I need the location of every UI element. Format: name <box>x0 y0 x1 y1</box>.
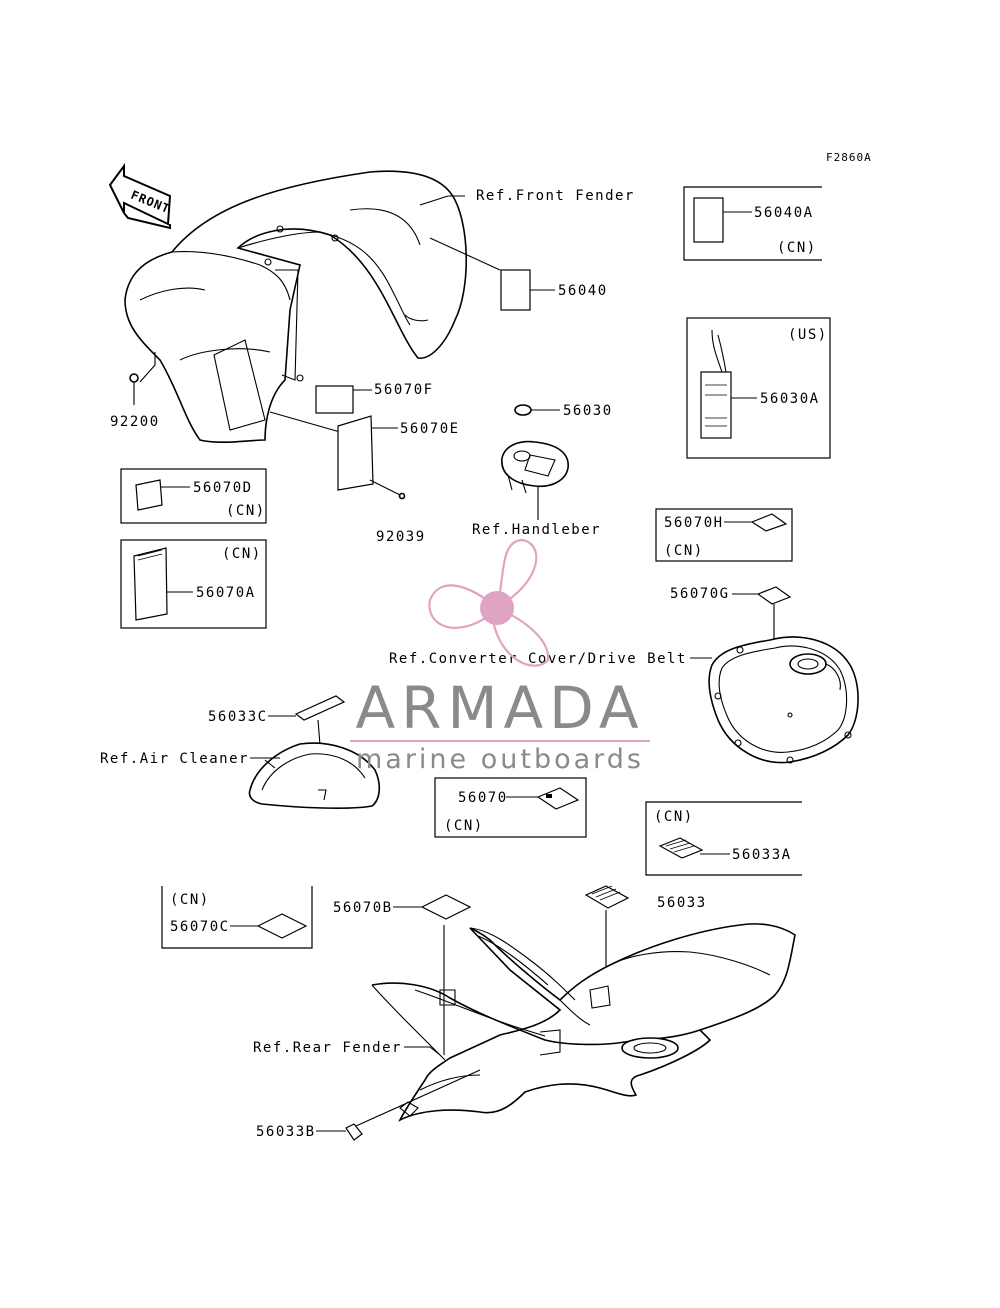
inset-56030A: (US) 56030A <box>686 317 831 459</box>
decal-56033B <box>345 1123 363 1141</box>
label-56070: 56070 <box>458 790 508 806</box>
leader-92200-b <box>139 352 156 383</box>
decal-56070G <box>756 586 792 605</box>
label-92039: 92039 <box>376 529 426 545</box>
label-56033: 56033 <box>657 895 707 911</box>
inset-56070C: (CN) 56070C <box>161 886 313 949</box>
grommet-92200 <box>129 373 139 383</box>
inset-56033A: (CN) 56033A <box>645 801 802 876</box>
decal-56070B <box>420 894 472 920</box>
note-56070: (CN) <box>444 818 484 834</box>
label-ref-handleber: Ref.Handleber <box>472 522 601 538</box>
inset-56070: 56070 (CN) <box>434 777 587 838</box>
decal-56070F <box>315 385 354 414</box>
propeller-icon <box>428 538 550 667</box>
note-56070C: (CN) <box>170 892 210 908</box>
label-56033A: 56033A <box>732 847 792 863</box>
note-56070D: (CN) <box>226 503 266 519</box>
label-56040: 56040 <box>558 283 608 299</box>
decal-56070E <box>337 415 374 491</box>
cap-56030 <box>514 404 532 416</box>
leader-56033B-b <box>355 1069 481 1127</box>
decal-56040 <box>500 269 531 311</box>
inset-56040A: 56040A (CN) <box>683 186 822 261</box>
converter-cover-drawing <box>708 636 859 764</box>
handlebar-cover-drawing <box>501 440 569 494</box>
watermark-name: ARMADA <box>355 674 644 742</box>
label-ref-air-cleaner: Ref.Air Cleaner <box>100 751 249 767</box>
watermark-tagline: marine outboards <box>356 744 644 775</box>
leader-92039 <box>369 479 401 496</box>
leader-ref-front-fender-2 <box>419 195 449 206</box>
label-56070E: 56070E <box>400 421 460 437</box>
front-arrow-icon: FRONT <box>108 162 172 230</box>
label-56033C: 56033C <box>208 709 268 725</box>
decal-56033C <box>294 695 346 721</box>
label-ref-front-fender: Ref.Front Fender <box>476 188 635 204</box>
leader-56033C-b <box>317 719 321 746</box>
label-56070G: 56070G <box>670 586 730 602</box>
label-56033B: 56033B <box>256 1124 316 1140</box>
armada-watermark: ARMADA marine outboards <box>350 538 650 775</box>
label-56030A: 56030A <box>760 391 820 407</box>
screw-92039 <box>398 492 406 500</box>
note-56040A: (CN) <box>777 240 817 256</box>
note-56033A: (CN) <box>654 809 694 825</box>
label-56070F: 56070F <box>374 382 434 398</box>
label-56070C: 56070C <box>170 919 230 935</box>
inset-56070H: 56070H (CN) <box>655 508 793 562</box>
note-56030A: (US) <box>788 327 828 343</box>
leader-ref-rear-fender <box>404 1046 441 1056</box>
label-56040A: 56040A <box>754 205 814 221</box>
air-cleaner-drawing <box>248 742 381 809</box>
inset-56070D: 56070D (CN) <box>120 468 267 524</box>
label-56030: 56030 <box>563 403 613 419</box>
label-56070B: 56070B <box>333 900 393 916</box>
figure-code: F2860A <box>826 151 872 164</box>
label-ref-rear-fender: Ref.Rear Fender <box>253 1040 402 1056</box>
label-92200: 92200 <box>110 414 160 430</box>
note-56070H: (CN) <box>664 543 704 559</box>
label-56070A: 56070A <box>196 585 256 601</box>
label-56070D: 56070D <box>193 480 253 496</box>
label-56070H: 56070H <box>664 515 724 531</box>
inset-56070A: (CN) 56070A <box>120 539 267 629</box>
note-56070A: (CN) <box>222 546 262 562</box>
label-ref-converter: Ref.Converter Cover/Drive Belt <box>389 651 687 667</box>
front-fender-drawing <box>124 170 501 444</box>
